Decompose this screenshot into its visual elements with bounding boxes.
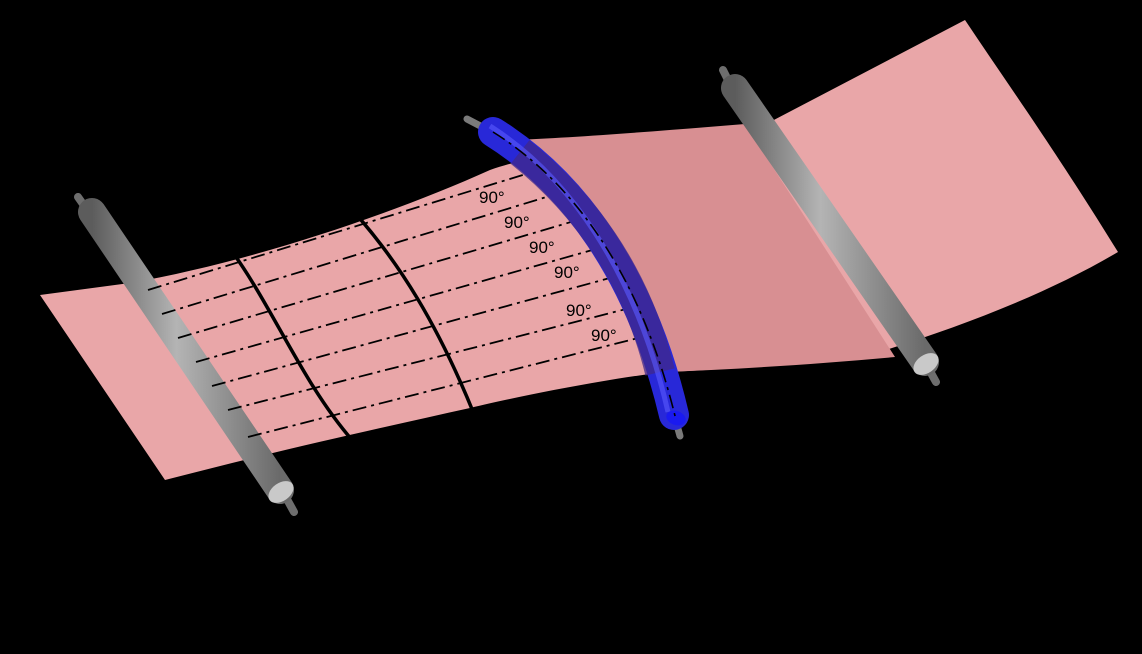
right-idler-roller (719, 66, 940, 386)
right-roller-end-cap (913, 353, 939, 375)
angle-label-5: 90° (554, 263, 580, 282)
bowed-roller-end-cap (666, 410, 686, 426)
left-idler-roller (74, 193, 298, 516)
dash-dot-line-7 (247, 334, 651, 438)
left-roller-end-cap (268, 481, 294, 503)
dash-dot-line-1 (147, 165, 553, 291)
bowed-roller (463, 115, 689, 440)
web-under-roller-zone (512, 124, 895, 372)
angle-label-4: 90° (529, 238, 555, 257)
dash-dot-line-3 (177, 213, 599, 339)
bowed-roller-axis (492, 131, 677, 421)
dash-dot-lines (147, 165, 651, 438)
angle-label-6: 90° (566, 301, 592, 320)
dash-dot-line-2 (161, 187, 577, 315)
dash-dot-line-4 (195, 242, 618, 363)
web-sheet (40, 20, 1118, 480)
angle-label-1: 90° (454, 163, 480, 182)
angle-label-2: 90° (479, 188, 505, 207)
angle-label-7: 90° (591, 326, 617, 345)
left-roller-body (78, 198, 294, 504)
right-roller-body (721, 74, 939, 376)
dash-dot-line-6 (227, 304, 643, 411)
web-cross-line-1 (223, 240, 354, 442)
angle-label-3: 90° (504, 213, 530, 232)
bowed-roller-highlight (488, 123, 671, 413)
dash-dot-line-5 (211, 271, 633, 387)
